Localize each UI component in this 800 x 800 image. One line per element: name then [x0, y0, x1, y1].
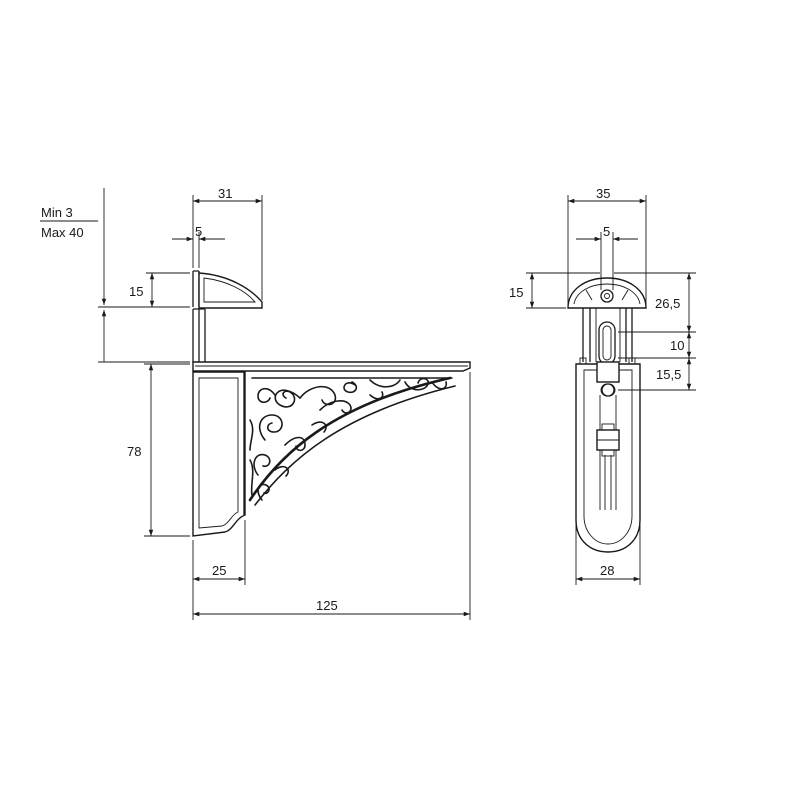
- clamp-cap: [198, 272, 263, 309]
- dim-front-slot: 5: [603, 224, 610, 239]
- dim-base-width: 25: [212, 563, 226, 578]
- dim-26-5: 26,5: [655, 296, 680, 311]
- slot-hole: [598, 321, 616, 365]
- front-shaft: [582, 308, 633, 362]
- dim-slot: 5: [195, 224, 202, 239]
- dim-front-lip: 15: [509, 285, 523, 300]
- bracket-body: [192, 371, 246, 537]
- front-body: [575, 363, 641, 553]
- dim-height: 78: [127, 444, 141, 459]
- side-view: Min 3 Max 40 31 5 15 78 25: [40, 186, 471, 620]
- dim-depth: 125: [316, 598, 338, 613]
- front-view: 35 5 15 26,5 10 15,5 28: [509, 186, 696, 585]
- range-min-label: Min 3: [41, 205, 73, 220]
- clamp-post: [192, 270, 200, 307]
- dim-front-top-width: 35: [596, 186, 610, 201]
- range-max-label: Max 40: [41, 225, 84, 240]
- dim-lip-height: 15: [129, 284, 143, 299]
- dim-10: 10: [670, 338, 684, 353]
- clamp-shaft: [192, 308, 206, 362]
- dim-top-width: 31: [218, 186, 232, 201]
- dim-front-width: 28: [600, 563, 614, 578]
- dim-15-5: 15,5: [656, 367, 681, 382]
- shelf-plate: [192, 361, 471, 372]
- cap-screw: [600, 289, 614, 303]
- ornament: [248, 376, 456, 506]
- front-cap: [567, 277, 647, 309]
